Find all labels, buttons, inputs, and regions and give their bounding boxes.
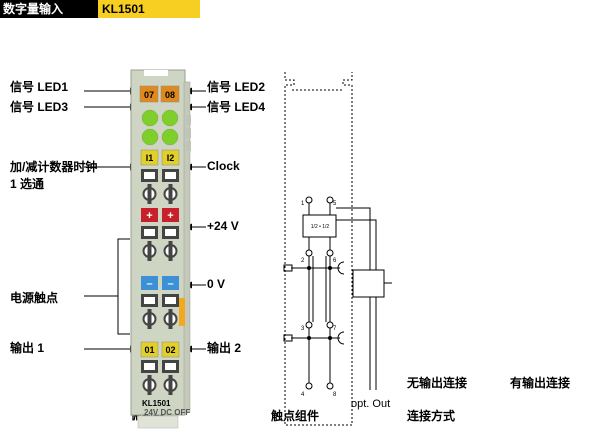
led-08	[160, 85, 180, 103]
caption-opt-out: opt. Out	[351, 398, 391, 410]
led-green-3	[141, 128, 159, 146]
svg-text:1/2 • 1/2: 1/2 • 1/2	[311, 224, 330, 230]
plus-contact-right	[162, 208, 179, 222]
plus-contact-left	[141, 208, 158, 222]
led-green-1	[141, 109, 159, 127]
led-01-label: 01	[144, 345, 154, 355]
caption-with-output-conn: 有输出连接	[510, 376, 571, 390]
power-contacts-bracket	[117, 238, 130, 335]
led-02	[161, 341, 180, 358]
label-led1: 信号 LED1	[10, 80, 69, 94]
label-out1: 输出 1	[10, 341, 45, 355]
module-overlay: 24V DC OFF	[144, 408, 190, 417]
led-07	[139, 85, 159, 103]
clamp-row-4	[141, 360, 179, 395]
pin-6: 6	[333, 258, 337, 264]
label-plus24v: +24 V	[207, 219, 239, 233]
caption-contact-assembly: 触点组件	[271, 409, 320, 423]
plus-symbol-right: +	[167, 210, 173, 222]
led-i1	[140, 149, 159, 166]
clamp-row-2	[141, 226, 179, 261]
minus-contact-left	[141, 276, 158, 290]
label-led3: 信号 LED3	[10, 100, 69, 114]
caption-connection-mode: 连接方式	[407, 409, 456, 423]
label-led4: 信号 LED4	[207, 100, 266, 114]
caption-no-output-conn: 无输出连接	[407, 376, 468, 390]
pin-1: 1	[301, 201, 305, 207]
led-green-4	[161, 128, 179, 146]
header-category: 数字量输入	[0, 0, 98, 18]
led-i2-label: I2	[167, 153, 175, 163]
pin-7: 7	[333, 326, 337, 332]
contact-assembly	[283, 72, 392, 426]
minus-symbol-right: –	[167, 278, 173, 290]
label-led2: 信号 LED2	[207, 80, 266, 94]
label-clock: Clock	[207, 159, 240, 173]
header-model: KL1501	[98, 0, 200, 18]
pin-3: 3	[301, 326, 305, 332]
pin-2: 2	[301, 258, 305, 264]
led-i2	[161, 149, 180, 166]
label-counter-line1: 加/减计数器时钟	[10, 160, 98, 174]
minus-symbol-left: –	[146, 278, 152, 290]
clamp-row-3	[141, 294, 179, 329]
label-power-contacts: 电源触点	[10, 291, 59, 305]
led-01	[140, 341, 159, 358]
plus-symbol-left: +	[146, 210, 152, 222]
led-i1-label: I1	[146, 153, 154, 163]
clamp-row-1	[141, 169, 179, 204]
pin-5: 5	[333, 201, 337, 207]
led-08-label: 08	[165, 90, 175, 100]
led-02-label: 02	[165, 345, 175, 355]
terminal-module	[130, 69, 191, 429]
pin-4: 4	[301, 392, 305, 398]
pin-8: 8	[333, 392, 337, 398]
led-green-2	[161, 109, 179, 127]
module-name: KL1501	[142, 399, 171, 408]
label-zero-v: 0 V	[207, 277, 226, 291]
label-counter-line2: 1 选通	[10, 177, 45, 191]
led-07-label: 07	[144, 90, 154, 100]
minus-contact-right	[162, 276, 179, 290]
label-out2: 输出 2	[207, 341, 242, 355]
